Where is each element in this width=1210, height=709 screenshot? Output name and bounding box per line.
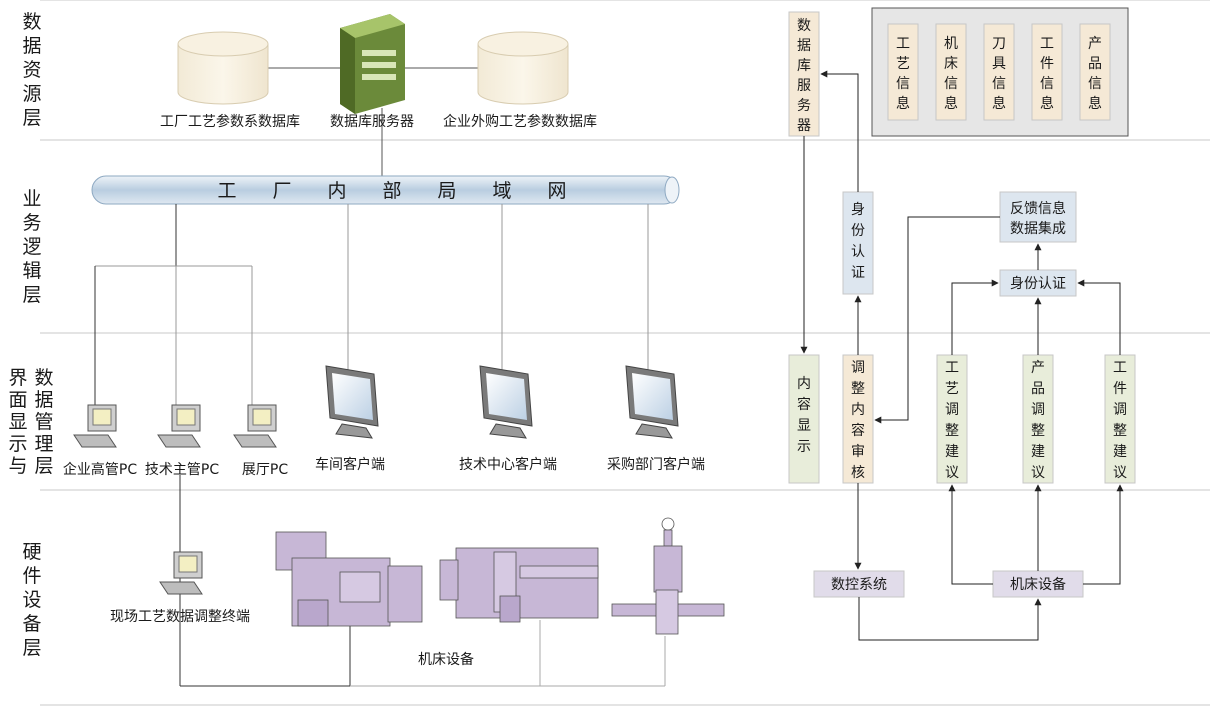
- pc-icon: [157, 404, 201, 448]
- monitor-icon: [325, 365, 379, 439]
- client-techcenter-label: 技术中心客户端: [459, 456, 557, 473]
- lan-label: 工厂内部局域网: [217, 180, 568, 202]
- sugg-product-box: [1022, 354, 1054, 484]
- layer-label-hardware: 硬件设备层: [22, 541, 41, 659]
- auth-vertical-box: [842, 191, 874, 295]
- pc-tech-label: 技术主管PC: [145, 462, 219, 478]
- lan-letter: 部: [382, 180, 403, 202]
- info-items: 工艺信息 机床信息 刀具信息 工件信息 产品信息: [887, 23, 1111, 121]
- sugg-product-label: 产品调整建议: [1031, 360, 1045, 481]
- info-item-box: [887, 23, 919, 121]
- machines-label: 机床设备: [418, 651, 474, 668]
- info-item-label: 工艺信息: [896, 36, 910, 112]
- field-terminal-label: 现场工艺数据调整终端: [110, 609, 250, 625]
- server-icon: [340, 14, 405, 114]
- feedback-label-2: 数据集成: [1010, 220, 1066, 237]
- monitor-icon: [479, 365, 533, 439]
- adjust-review-label: 调整内容审核: [851, 360, 865, 481]
- db-connections: [268, 67, 478, 178]
- info-item-label: 刀具信息: [992, 36, 1006, 112]
- layer-label-ui-right: 数据管理层: [34, 367, 53, 477]
- cnc-label: 数控系统: [831, 577, 887, 593]
- database-icon: [177, 31, 269, 105]
- layer-dividers: [40, 0, 1210, 706]
- client-purchase-label: 采购部门客户端: [607, 456, 705, 473]
- lan-connections: [94, 204, 649, 410]
- lan-letter: 局: [437, 180, 458, 202]
- pc-exec-label: 企业高管PC: [63, 461, 137, 478]
- info-item-label: 机床信息: [944, 36, 958, 112]
- monitor-icon: [625, 365, 679, 439]
- pc-hall-label: 展厅PC: [242, 462, 288, 478]
- sugg-process-label: 工艺调整建议: [945, 360, 959, 481]
- pc-icon: [73, 404, 117, 448]
- auth-horizontal-label: 身份认证: [1010, 276, 1066, 292]
- sugg-process-box: [936, 354, 968, 484]
- pc-icon: [159, 551, 203, 595]
- content-display-box: [788, 354, 820, 484]
- layer-label-data-resource: 数据资源层: [22, 11, 41, 129]
- machine-tool-icon: [611, 517, 725, 635]
- content-display-label: 内容显示: [797, 376, 811, 455]
- db-server-box-label: 数据库服务器: [797, 18, 811, 134]
- lan-letter: 域: [492, 180, 513, 202]
- layer-label-ui-left: 界面显示与: [8, 367, 27, 477]
- client-workshop-label: 车间客户端: [315, 456, 385, 473]
- db-factory-label: 工厂工艺参数系数据库: [160, 113, 300, 130]
- cnc-box: [813, 570, 905, 598]
- lan-letter: 网: [547, 180, 568, 202]
- auth-vertical-label: 身份认证: [851, 202, 865, 281]
- db-server-label: 数据库服务器: [330, 114, 414, 130]
- info-item-box: [983, 23, 1015, 121]
- info-item-label: 工件信息: [1040, 36, 1054, 112]
- lan-letter: 工: [217, 180, 238, 202]
- pc-icon: [233, 404, 277, 448]
- info-item-box: [1079, 23, 1111, 121]
- db-external-label: 企业外购工艺参数数据库: [443, 113, 597, 130]
- machine-label: 机床设备: [1010, 576, 1066, 593]
- info-item-box: [1031, 23, 1063, 121]
- machine-tool-icon: [439, 547, 599, 623]
- hardware-connections: [179, 475, 666, 687]
- layer-label-business-logic: 业务逻辑层: [22, 188, 41, 306]
- database-icon: [477, 31, 569, 105]
- lan-letter: 内: [327, 180, 348, 202]
- lan-letter: 厂: [272, 180, 293, 202]
- info-item-label: 产品信息: [1088, 36, 1102, 112]
- lan-pipe: [91, 175, 680, 205]
- db-server-box: [788, 11, 820, 137]
- info-item-box: [935, 23, 967, 121]
- machine-tool-icon: [275, 531, 423, 627]
- feedback-label-1: 反馈信息: [1010, 200, 1066, 217]
- flow-arrows: [800, 70, 1124, 641]
- sugg-workpiece-label: 工件调整建议: [1113, 360, 1127, 481]
